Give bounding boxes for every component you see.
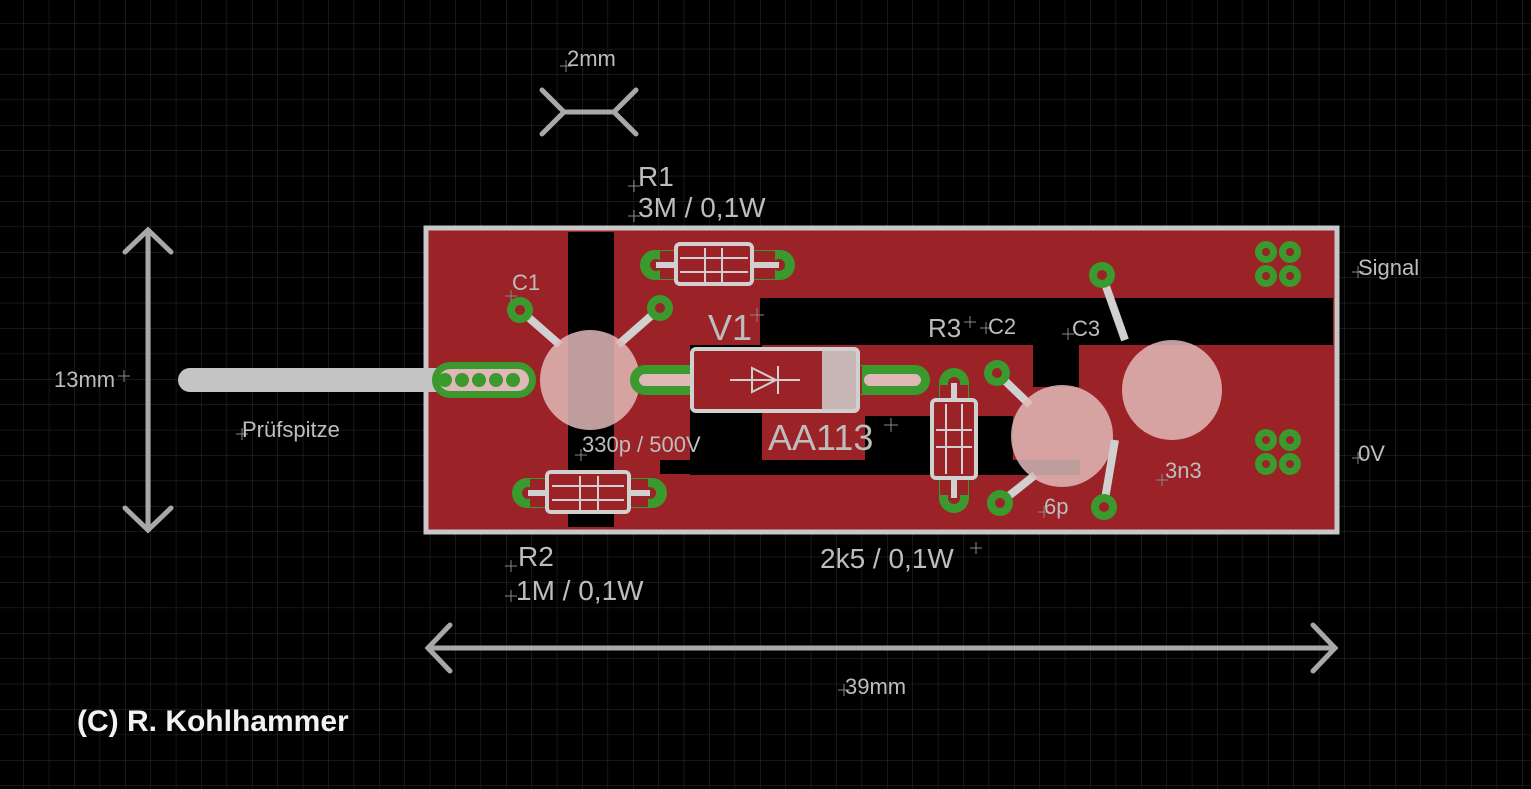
c2-name-label: C2 xyxy=(988,314,1016,339)
c3-name-label: C3 xyxy=(1072,316,1100,341)
pad-spacing-label: 2mm xyxy=(567,46,616,71)
pad-spacing-dimension xyxy=(539,87,639,137)
r3-name-label: R3 xyxy=(928,313,961,343)
v1-value-label: AA113 xyxy=(768,417,873,458)
capacitor-c3 xyxy=(1089,262,1222,520)
c1-value-label: 330p / 500V xyxy=(582,432,701,457)
origin-markers xyxy=(118,60,1364,696)
resistor-r1 xyxy=(640,242,795,286)
height-dimension xyxy=(122,226,174,534)
probe-tip xyxy=(178,362,536,398)
capacitor-c2 xyxy=(984,360,1113,516)
capacitor-c1 xyxy=(507,295,673,430)
r1-value-label: 3M / 0,1W xyxy=(638,192,766,223)
diode-v1 xyxy=(630,347,930,413)
width-dimension-label: 39mm xyxy=(845,674,906,699)
copyright-notice: (C) R. Kohlhammer xyxy=(77,705,349,738)
ground-label: 0V xyxy=(1358,441,1385,466)
r2-value-label: 1M / 0,1W xyxy=(516,575,644,606)
r1-name-label: R1 xyxy=(638,161,674,192)
signal-label: Signal xyxy=(1358,255,1419,280)
c1-name-label: C1 xyxy=(512,270,540,295)
width-dimension xyxy=(424,622,1339,674)
r3-value-label: 2k5 / 0,1W xyxy=(820,543,954,574)
v1-name-label: V1 xyxy=(708,307,752,348)
resistor-r2 xyxy=(512,470,667,514)
ground-pad xyxy=(1255,429,1301,475)
height-dimension-label: 13mm xyxy=(54,367,115,392)
r2-name-label: R2 xyxy=(518,541,554,572)
resistor-r3 xyxy=(930,368,978,513)
c3-value-label: 3n3 xyxy=(1165,458,1202,483)
probe-label: Prüfspitze xyxy=(242,417,340,442)
c2-value-label: 6p xyxy=(1044,494,1068,519)
signal-pad xyxy=(1255,241,1301,287)
